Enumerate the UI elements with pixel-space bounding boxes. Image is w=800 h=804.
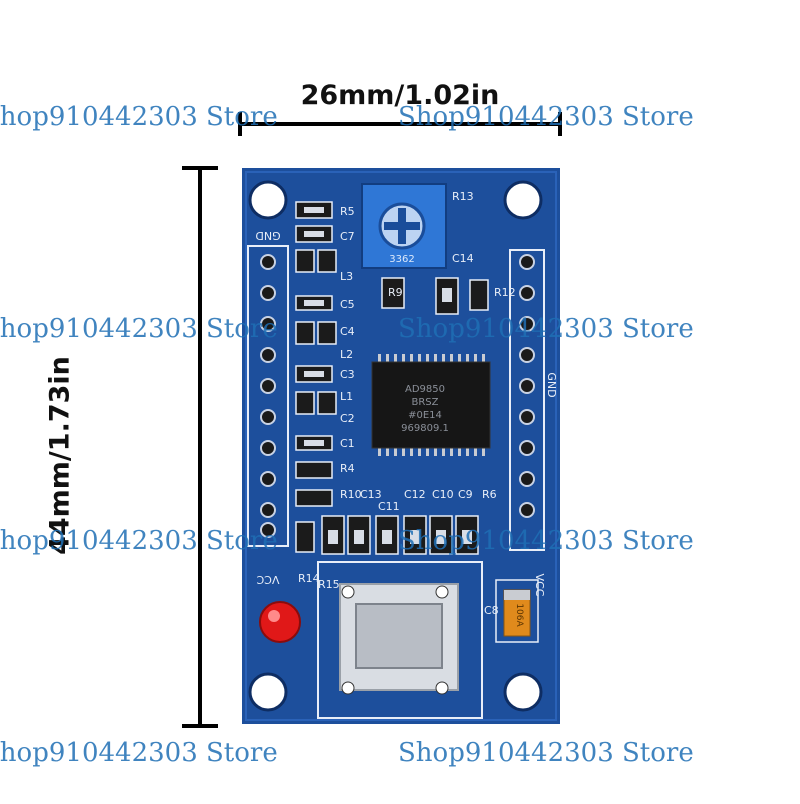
svg-text:R4: R4 xyxy=(340,462,355,475)
svg-text:C10: C10 xyxy=(432,488,454,501)
watermark-text: Shop910442303 Store xyxy=(0,314,278,344)
silk-vcc-left: VCC xyxy=(256,573,279,586)
svg-text:C1: C1 xyxy=(340,437,355,450)
svg-text:C4: C4 xyxy=(340,325,355,338)
svg-text:C14: C14 xyxy=(452,252,474,265)
left-pin-header xyxy=(247,245,289,547)
pot-marking: 3362 xyxy=(389,254,414,265)
width-dimension-line xyxy=(238,112,562,136)
svg-text:BRSZ: BRSZ xyxy=(411,397,438,408)
svg-text:R12: R12 xyxy=(494,286,516,299)
watermark-text: Shop910442303 Store xyxy=(398,738,694,768)
watermark-text: Shop910442303 Store xyxy=(398,102,694,132)
watermark-text: Shop910442303 Store xyxy=(398,526,694,556)
svg-text:C9: C9 xyxy=(458,488,473,501)
svg-text:C7: C7 xyxy=(340,230,355,243)
crystal-oscillator xyxy=(317,561,483,719)
svg-text:R6: R6 xyxy=(482,488,497,501)
tantalum-capacitor: 106A xyxy=(495,579,539,643)
svg-text:C12: C12 xyxy=(404,488,426,501)
dds-chip: AD9850 BRSZ #0E14 969809.1 xyxy=(371,354,491,456)
silk-gnd-right: GND xyxy=(545,372,558,397)
svg-text:C2: C2 xyxy=(340,412,355,425)
height-dimension-line xyxy=(182,166,218,728)
svg-text:L3: L3 xyxy=(340,270,353,283)
svg-text:R15: R15 xyxy=(318,578,340,591)
svg-text:R5: R5 xyxy=(340,205,355,218)
svg-text:C5: C5 xyxy=(340,298,355,311)
svg-text:C8: C8 xyxy=(484,604,499,617)
svg-text:R9: R9 xyxy=(388,286,403,299)
svg-text:L2: L2 xyxy=(340,348,353,361)
watermark-text: Shop910442303 Store xyxy=(0,526,278,556)
mounting-holes xyxy=(248,180,543,712)
svg-text:969809.1: 969809.1 xyxy=(401,423,449,434)
silk-gnd-left: GND xyxy=(255,229,280,242)
svg-text:R13: R13 xyxy=(452,190,474,203)
svg-text:106A: 106A xyxy=(514,603,524,627)
svg-text:C13: C13 xyxy=(360,488,382,501)
height-dimension-label: 44mm/1.73in xyxy=(44,356,76,555)
svg-text:AD9850: AD9850 xyxy=(405,384,445,395)
silk-vcc-right: VCC xyxy=(533,574,546,597)
svg-text:#0E14: #0E14 xyxy=(408,410,442,421)
svg-text:R10: R10 xyxy=(340,488,362,501)
svg-text:R14: R14 xyxy=(298,572,320,585)
trim-potentiometer: 3362 xyxy=(361,183,447,269)
power-led xyxy=(259,601,301,643)
right-pin-header xyxy=(509,249,545,551)
watermark-text: Shop910442303 Store xyxy=(398,314,694,344)
svg-text:C3: C3 xyxy=(340,368,355,381)
svg-text:C11: C11 xyxy=(378,500,400,513)
watermark-text: Shop910442303 Store xyxy=(0,738,278,768)
width-dimension-label: 26mm/1.02in xyxy=(300,80,500,111)
svg-text:L1: L1 xyxy=(340,390,353,403)
watermark-text: Shop910442303 Store xyxy=(0,102,278,132)
